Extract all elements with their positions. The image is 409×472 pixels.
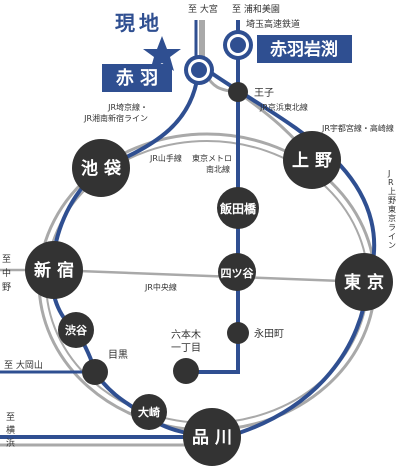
station-shibuya bbox=[58, 312, 94, 348]
svg-text:浜: 浜 bbox=[6, 438, 15, 449]
svg-text:上: 上 bbox=[388, 187, 396, 196]
line-label-saikyo-1: JR埼京線・ bbox=[107, 102, 148, 112]
station-meguro-label: 目黒 bbox=[108, 349, 128, 361]
saitama-railway-label: 埼玉高速鉄道 bbox=[246, 18, 300, 30]
station-ikebukuro bbox=[72, 139, 130, 197]
chuo-line bbox=[51, 268, 369, 284]
akabane-iwabuchi-label: 赤羽岩渕 bbox=[270, 39, 338, 60]
akabane-label: 赤 羽 bbox=[116, 68, 158, 89]
station-osaki bbox=[131, 394, 167, 430]
station-roppongi-itchome bbox=[173, 358, 199, 384]
station-ikebukuro-label: 池 袋 bbox=[81, 158, 122, 179]
station-yotsuya bbox=[218, 253, 256, 291]
station-ueno bbox=[283, 131, 341, 189]
station-tokyo-label: 東 京 bbox=[344, 272, 384, 293]
station-roppongi-label-1: 六本木 bbox=[171, 328, 201, 341]
akabane-label-box bbox=[102, 64, 172, 92]
svg-text:至: 至 bbox=[2, 254, 11, 265]
svg-text:J: J bbox=[387, 169, 390, 178]
line-label-keihin-tohoku: JR京浜東北線 bbox=[259, 102, 308, 112]
line-label-saikyo-2: JR湘南新宿ライン bbox=[83, 113, 148, 123]
line-label-namboku-2: 南北線 bbox=[206, 164, 230, 174]
current-location-group: 現地 bbox=[115, 11, 181, 71]
svg-text:中: 中 bbox=[2, 267, 11, 279]
akabane-station-marker bbox=[184, 55, 214, 85]
station-oji bbox=[228, 82, 248, 102]
destination-nakano: 至 中 野 bbox=[2, 254, 11, 293]
line-label-namboku-1: 東京メトロ bbox=[192, 153, 232, 163]
svg-text:ン: ン bbox=[388, 241, 396, 250]
destination-yokohama: 至 横 浜 bbox=[6, 412, 15, 449]
station-shinagawa-label: 品 川 bbox=[192, 428, 232, 448]
station-tokyo bbox=[335, 253, 393, 311]
station-shinjuku bbox=[25, 241, 83, 299]
station-iidabashi bbox=[217, 187, 259, 229]
line-label-ueno-tokyo: J R 上 野 東 京 ラ イ ン bbox=[387, 169, 396, 250]
station-meguro bbox=[82, 359, 108, 385]
line-label-chuo: JR中央線 bbox=[144, 282, 177, 292]
svg-text:イ: イ bbox=[388, 232, 396, 241]
station-shinagawa bbox=[183, 408, 241, 466]
station-nagatacho bbox=[227, 322, 249, 344]
destination-urawa-misono: 至 浦和美園 bbox=[232, 3, 280, 15]
svg-text:至: 至 bbox=[6, 412, 15, 423]
station-nagatacho-label: 永田町 bbox=[254, 327, 284, 340]
line-label-utsunomiya-takasaki: JR宇都宮線・高崎線 bbox=[321, 123, 394, 133]
station-osaki-label: 大崎 bbox=[138, 405, 160, 419]
station-shibuya-label: 渋谷 bbox=[65, 323, 88, 337]
akabane-iwabuchi-label-box bbox=[257, 35, 352, 63]
star-icon bbox=[143, 36, 181, 71]
saikyo-southern-line bbox=[49, 166, 227, 439]
svg-text:野: 野 bbox=[388, 196, 396, 205]
svg-text:R: R bbox=[388, 178, 394, 187]
destination-omiya: 至 大宮 bbox=[188, 3, 218, 15]
akabane-iwabuchi-station-marker bbox=[223, 30, 253, 60]
station-shinjuku-label: 新 宿 bbox=[34, 260, 74, 281]
destination-oyamaguchi: 至 大岡山 bbox=[4, 359, 43, 371]
svg-text:東: 東 bbox=[388, 204, 396, 214]
station-oji-label: 王子 bbox=[254, 87, 274, 99]
svg-text:横: 横 bbox=[6, 424, 15, 436]
svg-text:京: 京 bbox=[388, 213, 396, 223]
svg-text:野: 野 bbox=[2, 282, 11, 293]
svg-text:ラ: ラ bbox=[388, 223, 396, 232]
station-roppongi-label-2: 一丁目 bbox=[171, 343, 201, 354]
station-ueno-label: 上 野 bbox=[292, 151, 332, 171]
station-yotsuya-label: 四ツ谷 bbox=[221, 266, 255, 280]
namboku-line bbox=[186, 45, 240, 374]
line-label-yamanote: JR山手線 bbox=[149, 153, 182, 163]
station-iidabashi-label: 飯田橋 bbox=[219, 201, 257, 216]
current-location-label: 現地 bbox=[115, 11, 163, 35]
